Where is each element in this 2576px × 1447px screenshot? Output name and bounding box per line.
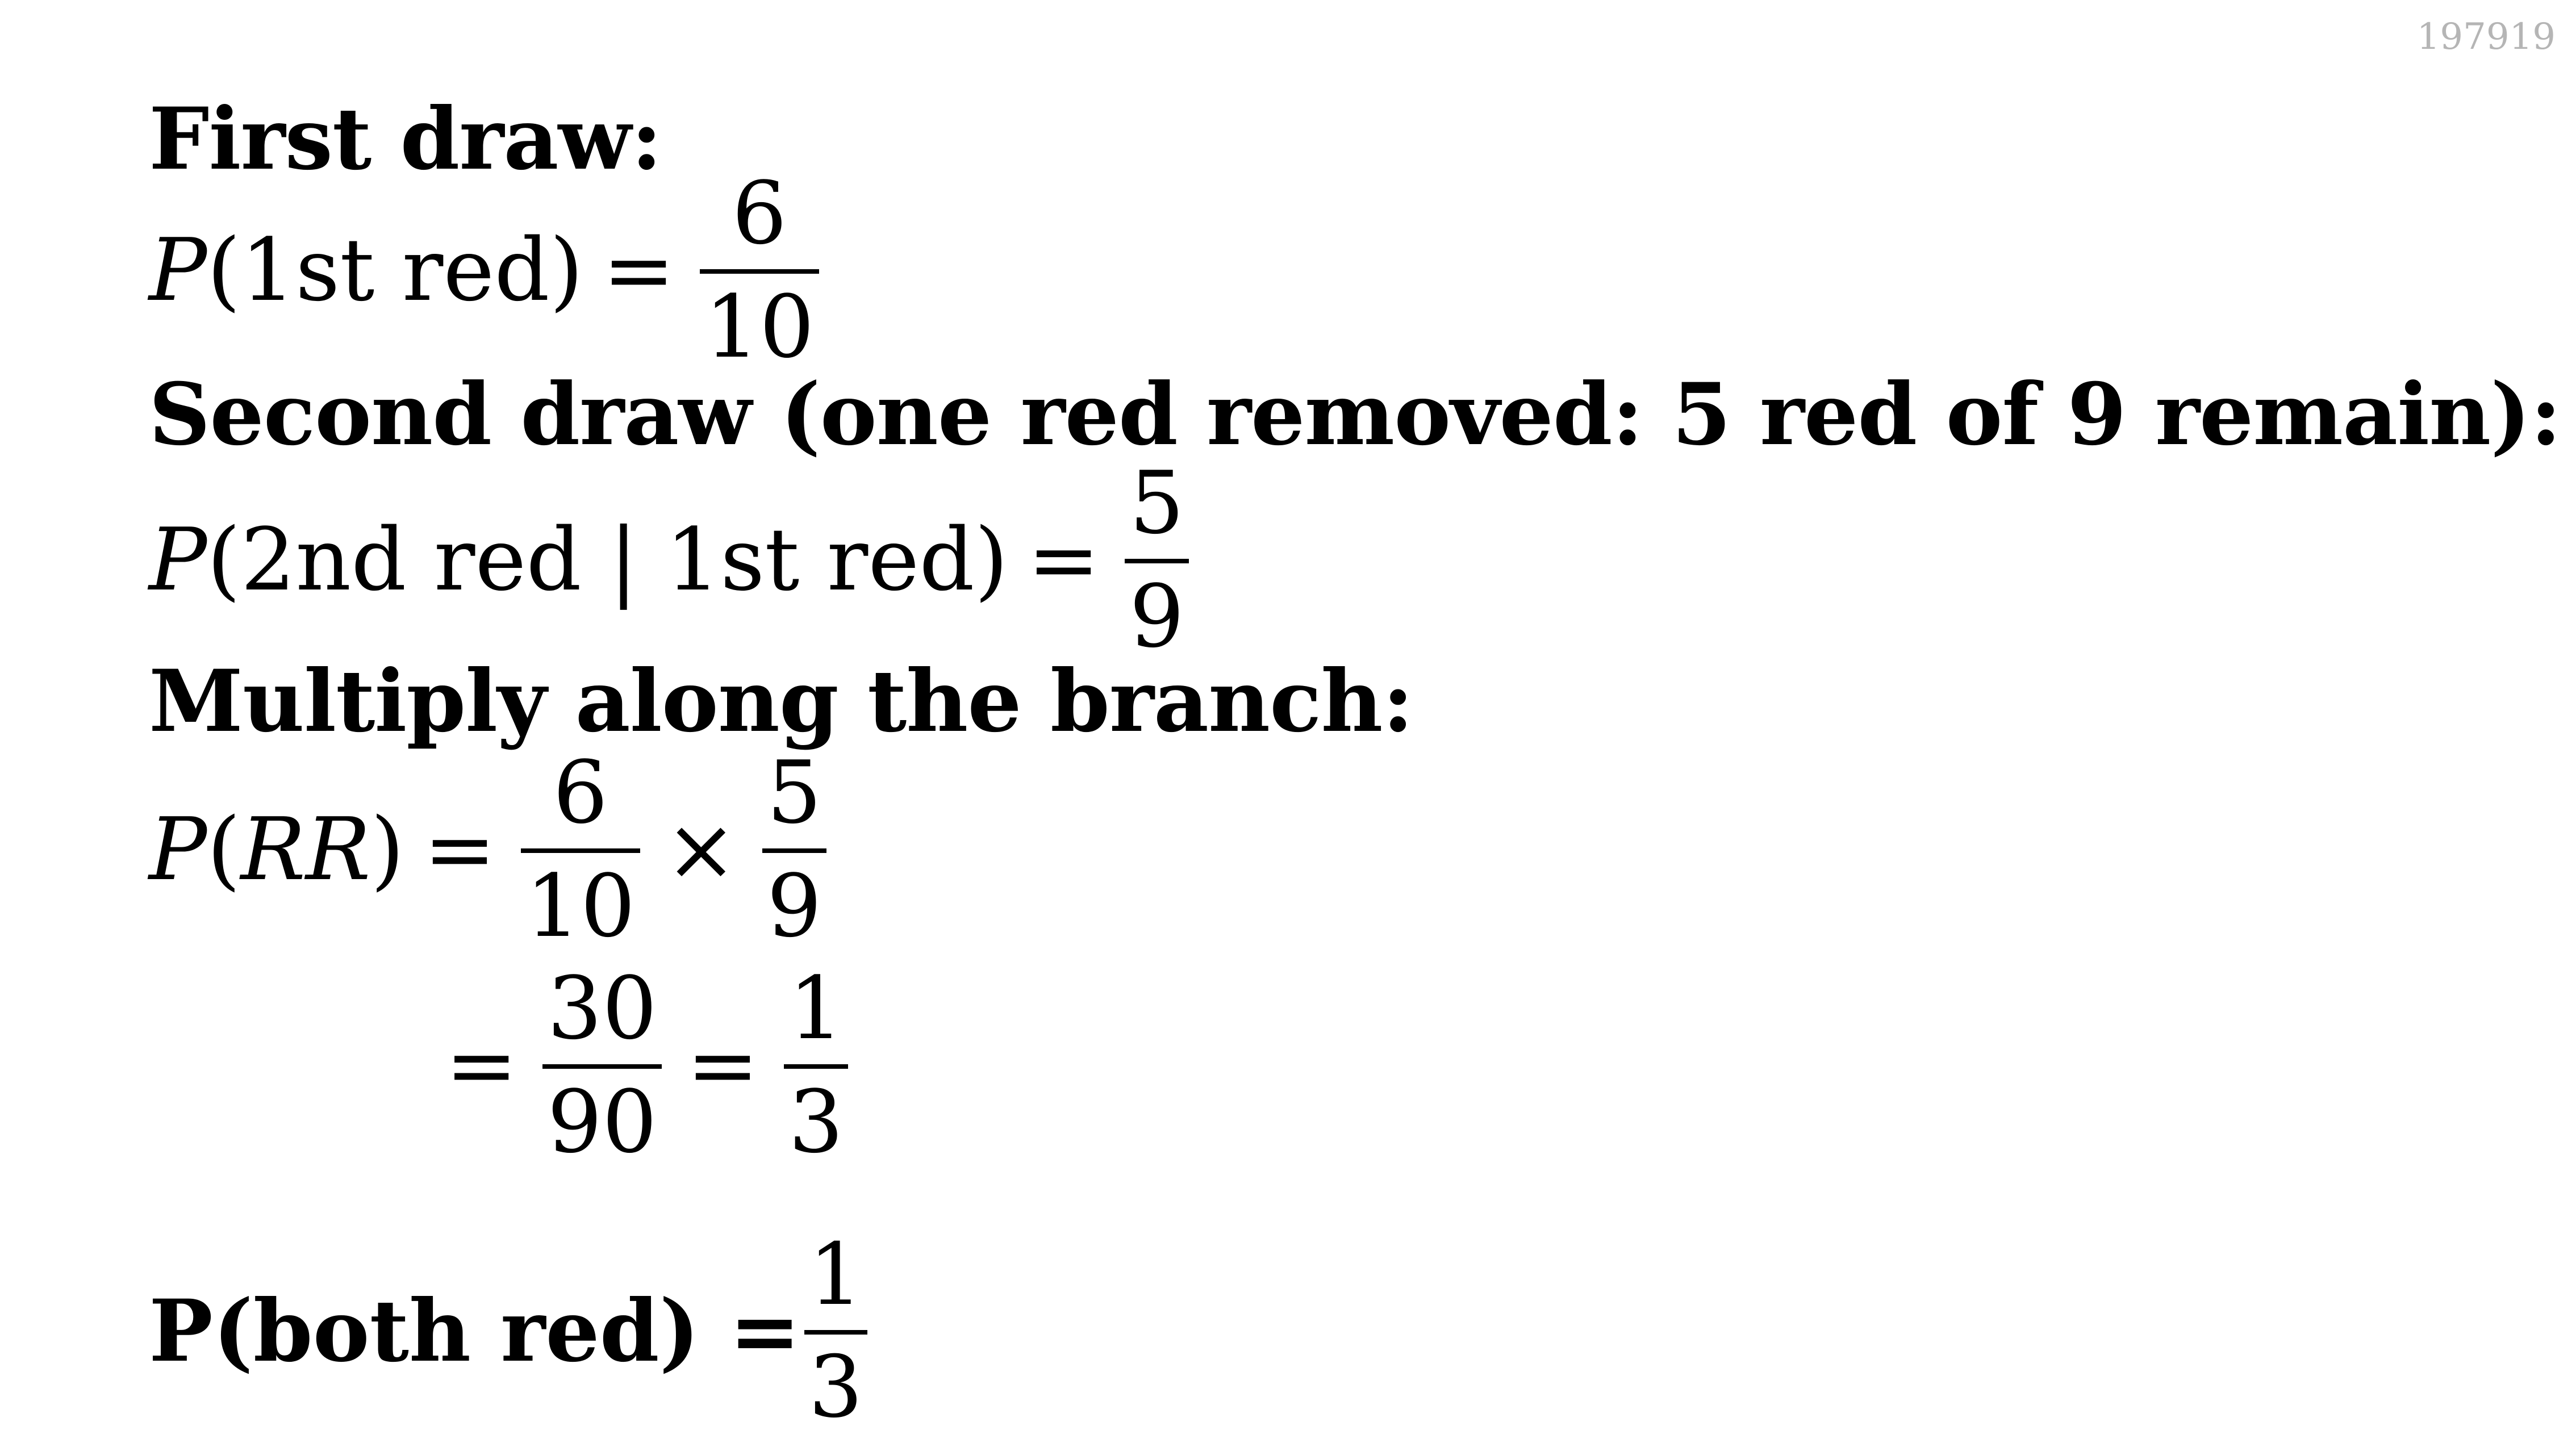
final-answer: P(both red) = 1 3 bbox=[149, 1232, 873, 1430]
numerator: 1 bbox=[808, 1226, 863, 1324]
first-draw-heading: First draw: bbox=[149, 89, 662, 189]
fraction-bar bbox=[700, 269, 819, 274]
equals-sign: = bbox=[686, 1015, 759, 1115]
fraction: 5 9 bbox=[1125, 460, 1189, 660]
equals-sign: = bbox=[1027, 509, 1100, 610]
second-draw-heading: Second draw (one red removed: 5 red of 9… bbox=[149, 365, 2562, 465]
prob-argument: (1st red) bbox=[207, 220, 583, 320]
fraction-bar bbox=[804, 1330, 867, 1335]
denominator: 3 bbox=[788, 1072, 844, 1172]
event-rr: RR bbox=[240, 799, 371, 900]
fraction-bar bbox=[784, 1064, 848, 1069]
equals-sign: = bbox=[445, 1015, 518, 1115]
fraction-bar bbox=[521, 848, 640, 853]
denominator: 3 bbox=[808, 1338, 863, 1437]
denominator: 10 bbox=[525, 856, 636, 956]
prob-symbol: P bbox=[149, 220, 207, 320]
denominator: 9 bbox=[766, 856, 822, 956]
final-fraction: 1 3 bbox=[804, 1232, 867, 1430]
first-draw-equation: P (1st red) = 6 10 bbox=[149, 170, 825, 370]
numerator: 1 bbox=[788, 958, 844, 1059]
numerator: 30 bbox=[547, 958, 657, 1059]
prob-symbol: P bbox=[149, 509, 207, 610]
prob-argument: (2nd red | 1st red) bbox=[207, 509, 1008, 610]
equals-sign: = bbox=[602, 220, 675, 320]
multiply-heading: Multiply along the branch: bbox=[149, 651, 1414, 751]
numerator: 5 bbox=[1129, 453, 1184, 553]
fraction-bar bbox=[1125, 559, 1189, 563]
multiply-result-equation: = 30 90 = 1 3 bbox=[426, 965, 854, 1165]
fraction-bar bbox=[762, 848, 826, 853]
multiply-equation: P ( RR ) = 6 10 × 5 9 bbox=[149, 750, 832, 950]
fraction-second: 5 9 bbox=[762, 750, 826, 950]
denominator: 9 bbox=[1129, 566, 1184, 667]
denominator: 90 bbox=[547, 1072, 657, 1172]
second-draw-equation: P (2nd red | 1st red) = 5 9 bbox=[149, 460, 1195, 660]
page-id: 197919 bbox=[2416, 16, 2556, 58]
equals-sign: = bbox=[423, 799, 496, 900]
fraction-first: 6 10 bbox=[521, 750, 640, 950]
fraction: 6 10 bbox=[700, 170, 819, 370]
numerator: 6 bbox=[732, 163, 787, 264]
prob-symbol: P bbox=[149, 799, 207, 900]
open-paren: ( bbox=[207, 799, 241, 900]
numerator: 6 bbox=[553, 742, 608, 843]
fraction-simplified: 1 3 bbox=[784, 965, 848, 1165]
fraction-product: 30 90 bbox=[542, 958, 662, 1172]
close-paren: ) bbox=[370, 799, 404, 900]
fraction-bar bbox=[542, 1064, 662, 1069]
times-sign: × bbox=[665, 799, 737, 900]
numerator: 5 bbox=[766, 742, 822, 843]
denominator: 10 bbox=[704, 277, 815, 377]
final-label: P(both red) = bbox=[149, 1281, 801, 1381]
